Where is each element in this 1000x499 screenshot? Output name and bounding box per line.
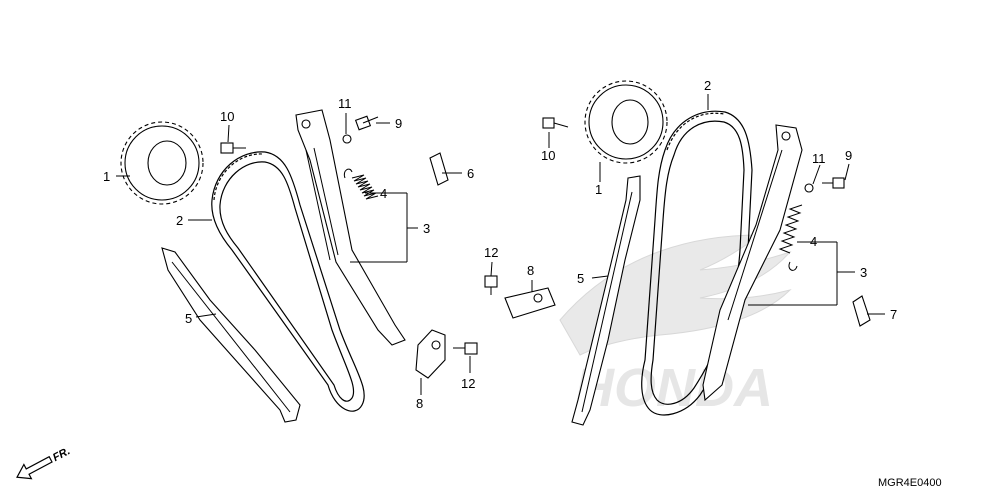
callout-left-chain: 2: [176, 213, 183, 228]
left-washer-11: [342, 134, 352, 144]
right-rubber-7: [852, 295, 871, 327]
arrow-icon: [16, 455, 53, 480]
left-bolt-10: [220, 142, 246, 154]
plate-8-lower: [415, 329, 446, 379]
callout-right-spring: 4: [810, 234, 817, 249]
left-cam-chain-guide: [161, 247, 301, 423]
callout-left-guide: 5: [185, 311, 192, 326]
left-bolt-9: [354, 115, 379, 131]
front-arrow: FR.: [16, 445, 72, 480]
left-cam-chain: [211, 151, 365, 412]
right-bolt-10: [542, 117, 569, 129]
callout-plate-8-lower: 8: [416, 396, 423, 411]
callout-left-bolt-9: 9: [395, 116, 402, 131]
callout-bolt-12-lower: 12: [461, 376, 475, 391]
callout-right-guide: 5: [577, 271, 584, 286]
left-rubber-6: [429, 152, 449, 186]
right-cam-sprocket: [584, 80, 668, 164]
callout-right-washer-11: 11: [812, 151, 826, 166]
left-assembly: [120, 109, 449, 423]
left-spring: [343, 168, 379, 200]
left-tensioner-arm: [295, 109, 406, 346]
callout-right-chain: 2: [704, 78, 711, 93]
callout-plate-8-upper: 8: [527, 263, 534, 278]
callout-bolt-12-upper: 12: [484, 245, 498, 260]
right-assembly: [542, 80, 871, 426]
plate-8-upper: [504, 287, 556, 319]
callouts: 1 2 5 10 11 9 6 4 3 12 8 12 8 10 1 2 5 1…: [103, 78, 897, 411]
callout-left-tensioner: 3: [423, 221, 430, 236]
watermark-text: HONDA: [575, 358, 773, 418]
drawing-code: MGR4E0400: [878, 477, 942, 489]
right-spring: [778, 204, 803, 271]
callout-left-bolt-10: 10: [220, 109, 234, 124]
right-washer-11: [804, 183, 814, 193]
callout-right-tensioner: 3: [860, 265, 867, 280]
callout-left-rubber-6: 6: [467, 166, 474, 181]
right-tensioner-arm: [702, 124, 803, 402]
bolt-12-lower: [453, 342, 478, 355]
center-parts: [415, 275, 556, 379]
callout-right-bolt-9: 9: [845, 148, 852, 163]
callout-right-sprocket: 1: [595, 182, 602, 197]
bolt-12-upper: [484, 275, 498, 295]
callout-left-sprocket: 1: [103, 169, 110, 184]
right-bolt-9: [822, 177, 845, 189]
callout-left-washer-11: 11: [338, 96, 352, 111]
callout-right-rubber-7: 7: [890, 307, 897, 322]
front-label: FR.: [51, 445, 72, 464]
left-cam-sprocket: [120, 121, 204, 205]
wing-logo: [559, 234, 792, 356]
callout-right-bolt-10: 10: [541, 148, 555, 163]
honda-watermark: HONDA: [559, 234, 792, 418]
callout-left-spring: 4: [380, 186, 387, 201]
right-cam-chain-guide: [571, 175, 641, 426]
leader-lines: [116, 94, 885, 395]
